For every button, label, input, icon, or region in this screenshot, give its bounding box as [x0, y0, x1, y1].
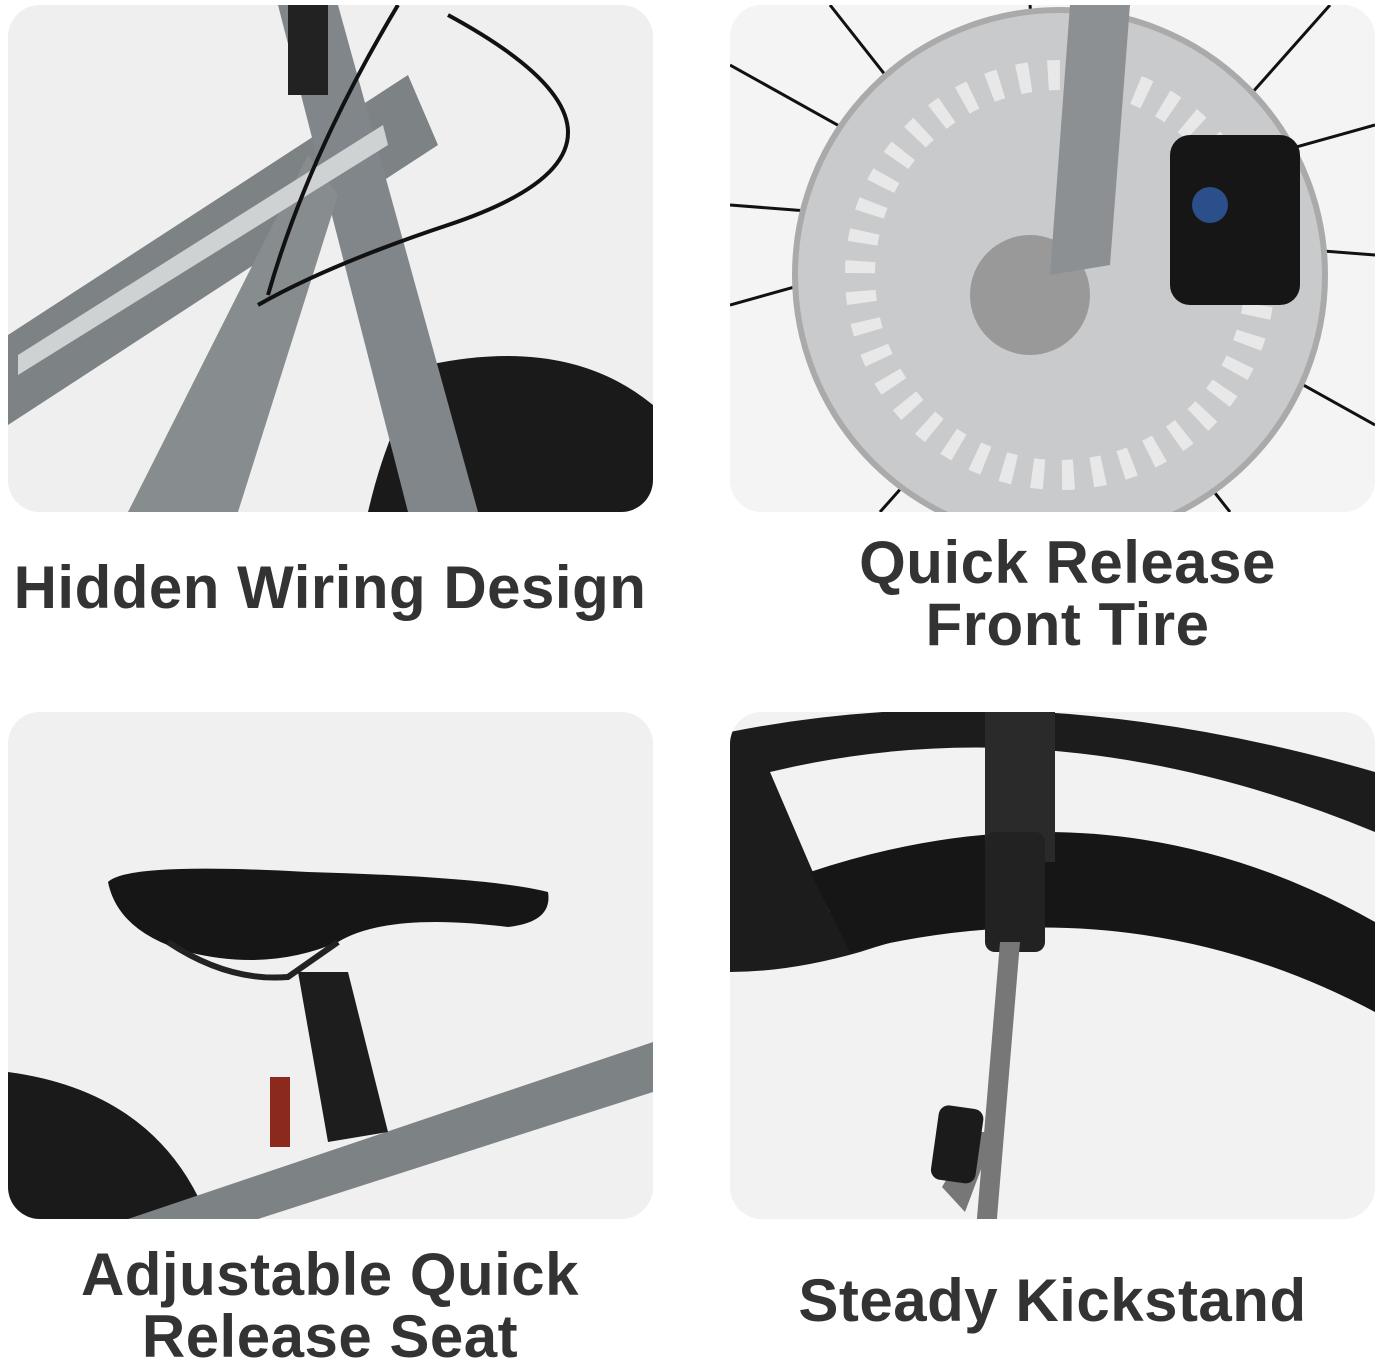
disc-brake-illustration	[730, 5, 1375, 512]
caption-quick-release: Quick Release Front Tire	[730, 532, 1381, 656]
caption-kickstand: Steady Kickstand	[730, 1270, 1375, 1332]
caption-line: Adjustable Quick	[80, 1241, 580, 1308]
caption-line: Hidden Wiring Design	[13, 554, 647, 621]
saddle-illustration	[8, 712, 653, 1219]
caption-line: Quick Release	[859, 529, 1276, 596]
caption-adjustable-seat: Adjustable Quick Release Seat	[0, 1244, 660, 1368]
quick-release-image	[730, 5, 1375, 512]
hidden-wiring-image	[8, 5, 653, 512]
caption-line: Steady Kickstand	[798, 1267, 1307, 1334]
adjustable-seat-image	[8, 712, 653, 1219]
caption-hidden-wiring: Hidden Wiring Design	[0, 557, 660, 619]
bike-frame-illustration	[8, 5, 653, 512]
kickstand-illustration	[730, 712, 1375, 1219]
kickstand-image	[730, 712, 1375, 1219]
caption-line: Release Seat	[141, 1303, 519, 1370]
caption-line: Front Tire	[925, 591, 1210, 658]
